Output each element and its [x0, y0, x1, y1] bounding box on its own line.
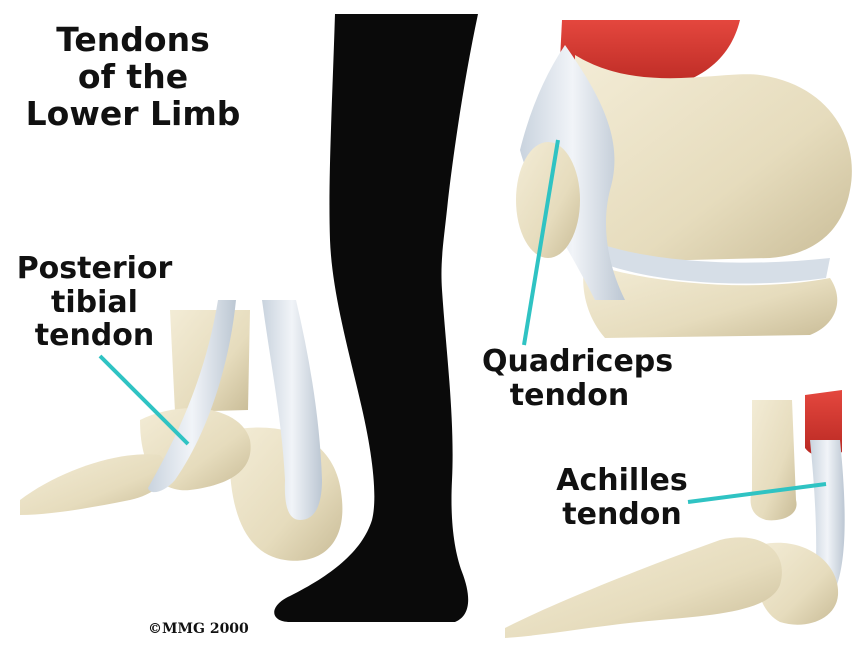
title-line: of the — [18, 59, 248, 96]
right-tibia-bone — [751, 400, 797, 520]
title-line: Tendons — [18, 22, 248, 59]
label-line: Posterior — [2, 252, 187, 286]
title-line: Lower Limb — [18, 96, 248, 133]
posterior-tibial-tendon-label: Posterior tibial tendon — [2, 252, 187, 353]
femur-bone — [575, 55, 852, 262]
quadriceps-tendon-label: Quadriceps tendon — [482, 345, 657, 412]
left-toe-bones — [20, 454, 167, 515]
label-line: tendon — [552, 498, 692, 532]
right-foot-bones — [505, 537, 782, 638]
label-line: tibial — [2, 286, 187, 320]
achilles-tendon-label: Achilles tendon — [552, 464, 692, 531]
label-line: tendon — [482, 379, 657, 413]
knee-illustration — [516, 20, 852, 345]
label-line: Achilles — [552, 464, 692, 498]
label-line: Quadriceps — [482, 345, 657, 379]
label-line: tendon — [2, 319, 187, 353]
copyright-notice: ©MMG 2000 — [148, 621, 249, 637]
page-title: Tendons of the Lower Limb — [18, 22, 248, 133]
